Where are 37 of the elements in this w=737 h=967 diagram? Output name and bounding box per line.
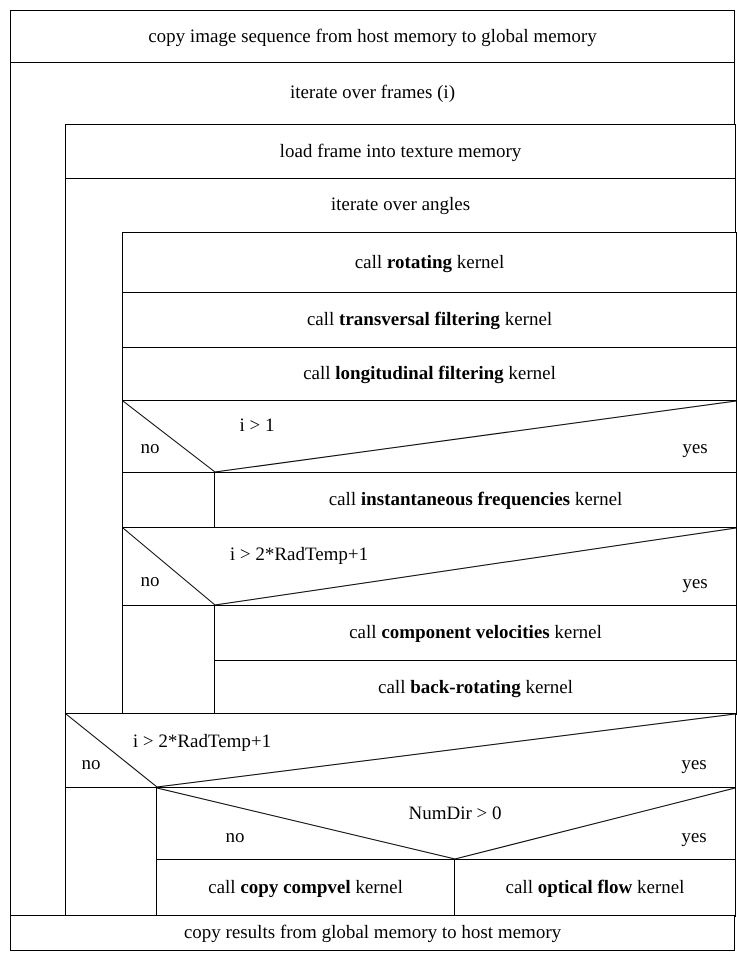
loop-header-text: iterate over angles [330,194,470,216]
branch-label: yes [682,572,708,594]
branch-label: yes [681,826,707,848]
condition-text: i > 2*RadTemp+1 [132,731,272,753]
step-text: copy image sequence from host memory to global memory [148,26,597,48]
step-text: call rotating kernel [354,252,504,274]
branch-label: no [140,437,160,459]
loop-box [10,62,735,916]
decision-box [65,713,736,788]
step-text: call transversal filtering kernel [306,309,552,331]
branch-label: yes [681,753,707,775]
branch-label: yes [682,437,708,459]
condition-text: i > 1 [240,415,274,437]
process-box [65,124,736,179]
decision-box [122,527,737,606]
process-box [10,915,735,951]
process-box [122,232,737,293]
condition-text: i > 2*RadTemp+1 [230,544,368,566]
step-text: call optical flow kernel [506,877,684,899]
process-box [10,10,735,63]
step-text: copy results from global memory to host memory [184,922,562,944]
loop-header-text: iterate over frames (i) [290,82,456,104]
loop-box [65,178,736,714]
branch-label: no [226,826,244,848]
branch-label: no [140,570,160,592]
step-text: call longitudinal filtering kernel [303,363,556,385]
step-text: load frame into texture memory [280,140,522,162]
branch-label: no [82,753,100,775]
decision-box [122,400,737,473]
step-text: call back-rotating kernel [378,676,573,698]
process-box [122,347,737,401]
step-text: call component velocities kernel [349,622,602,644]
condition-text: NumDir > 0 [408,803,502,825]
process-box [122,292,737,348]
decision-box [156,787,736,860]
step-text: call instantaneous frequencies kernel [328,489,622,511]
step-text: call copy compvel kernel [208,877,403,899]
